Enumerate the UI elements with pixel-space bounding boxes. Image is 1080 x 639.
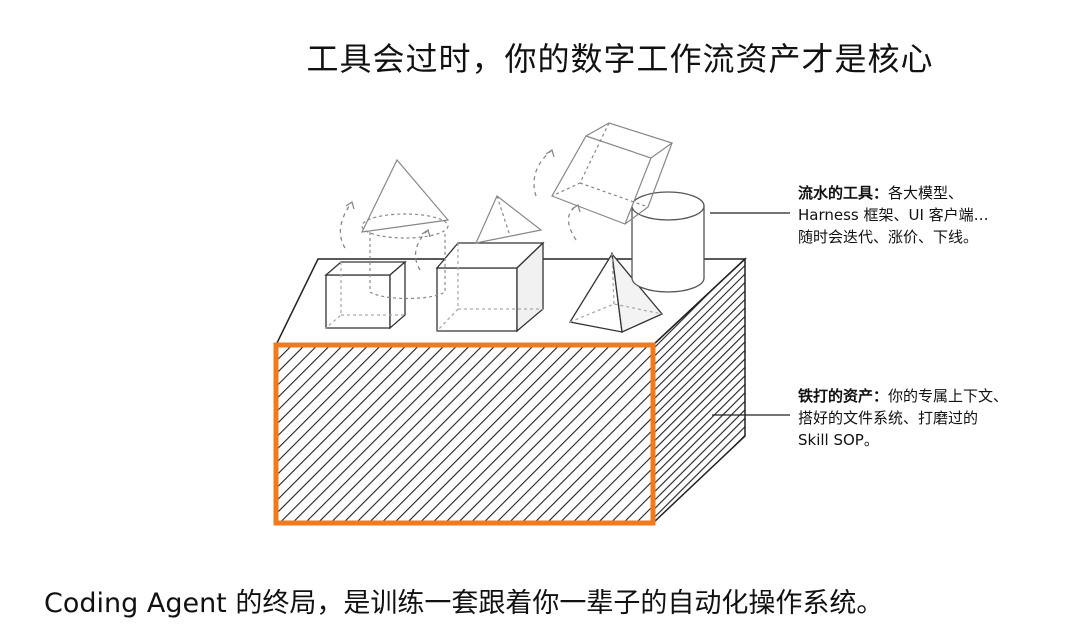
assets-callout: 铁打的资产：你的专属上下文、 搭好的文件系统、打磨过的 Skill SOP。 [798, 385, 1068, 451]
small-cube-shape [324, 260, 407, 330]
tools-callout: 流水的工具：各大模型、 Harness 框架、UI 客户端… 随时会迭代、涨价、… [798, 182, 1068, 248]
bottom-statement: Coding Agent 的终局，是训练一套跟着你一辈子的自动化操作系统。 [44, 588, 884, 619]
assets-callout-line3: Skill SOP。 [798, 431, 879, 449]
cylinder-shape [631, 191, 705, 293]
floating-cube-shape [551, 122, 674, 225]
large-cube-shape [435, 241, 545, 333]
tools-callout-line3: 随时会迭代、涨价、下线。 [798, 228, 979, 246]
tools-callout-line2: Harness 框架、UI 客户端… [798, 206, 989, 224]
motion-arrow-middle [414, 229, 429, 271]
page-title: 工具会过时，你的数字工作流资产才是核心 [306, 40, 934, 78]
motion-arrows [339, 149, 579, 271]
assets-callout-heading: 铁打的资产： [798, 387, 889, 405]
tools-callout-line1: 各大模型、 [888, 184, 964, 202]
assets-callout-line1: 你的专属上下文、 [888, 387, 1009, 405]
floating-pyramid-shape [474, 195, 543, 244]
motion-arrow-left [339, 201, 353, 249]
motion-arrow-top [533, 149, 553, 197]
floating-cone-shape [360, 158, 450, 300]
tools-callout-heading: 流水的工具： [798, 184, 889, 202]
motion-arrow-right [567, 204, 579, 241]
assets-callout-line2: 搭好的文件系统、打磨过的 [798, 409, 979, 427]
motion-arrow-heads [345, 148, 581, 238]
block-front-face [273, 342, 656, 526]
